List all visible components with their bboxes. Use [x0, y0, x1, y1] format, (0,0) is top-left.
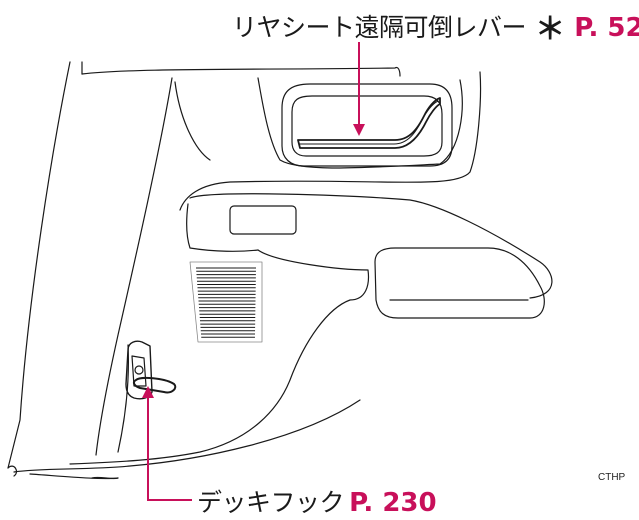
deck-hook-base [131, 355, 147, 387]
leader-arrow-lever [353, 124, 365, 136]
deck-hook-arm [132, 376, 177, 394]
deck-hook-bolt [134, 365, 144, 375]
upper-trim-top [81, 66, 401, 77]
floor-bit-2 [91, 476, 119, 480]
floor-edge [13, 399, 361, 473]
lever-recess-inner [291, 95, 443, 157]
page-ref-deck-hook[interactable]: P. 230 [349, 488, 437, 518]
lower-side-panel [69, 249, 370, 465]
lever-handle [297, 97, 441, 149]
lever-recess-outer [281, 83, 453, 167]
pillar-mid-edge [174, 81, 211, 161]
callout-rear-seat-lever: リヤシート遠隔可倒レバー ＊ P. 52 [232, 12, 639, 45]
figure-code: CTHP [598, 472, 626, 483]
leader-line-deck-hook [147, 392, 192, 501]
deck-hook [125, 340, 177, 400]
pillar-outer-edge [7, 61, 71, 469]
page-ref-rear-seat-lever[interactable]: P. 52 [574, 13, 639, 43]
storage-pad [374, 247, 545, 319]
callout-deck-hook: デッキフック P. 230 [197, 490, 437, 516]
lever-handle-highlight [299, 100, 439, 145]
callout-label-rear-seat-lever: リヤシート遠隔可倒レバー [232, 13, 527, 42]
middle-ledge-lower [186, 203, 259, 252]
pillar-inner-edge [95, 77, 173, 456]
leader-arrow-deck-hook [142, 386, 154, 398]
callout-label-deck-hook: デッキフック [197, 488, 345, 517]
floor-bit [7, 465, 18, 477]
middle-ledge [189, 193, 553, 299]
upper-panel-right [179, 71, 482, 211]
lower-side-panel-inner [117, 344, 130, 453]
grille-frame [189, 261, 263, 343]
vent-slot-upper [229, 205, 297, 235]
speaker-grille [196, 267, 256, 338]
asterisk-marker: ＊ [535, 12, 566, 47]
upper-panel-inner [257, 77, 463, 169]
